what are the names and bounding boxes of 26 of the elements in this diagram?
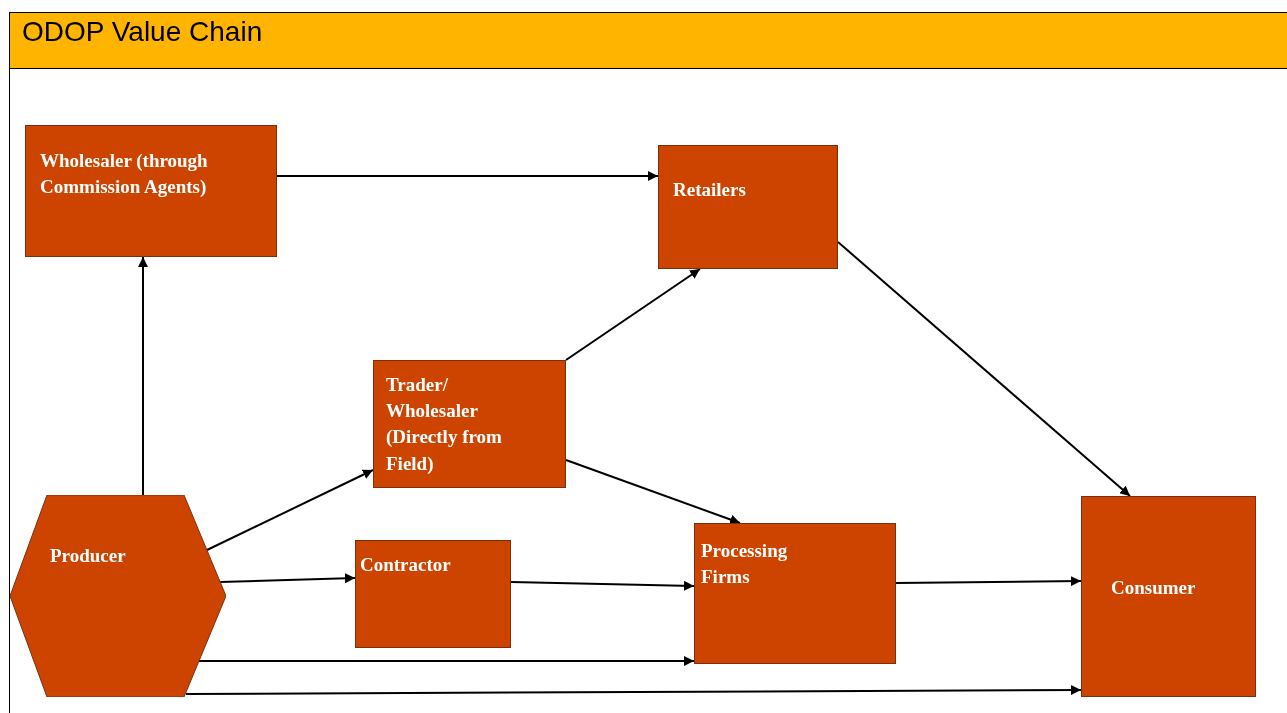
title: ODOP Value Chain — [22, 16, 263, 48]
process-box — [355, 540, 511, 648]
node-label: Producer — [50, 544, 127, 568]
node-label: Wholesaler (through Commission Agents) — [40, 149, 209, 200]
node-label: Contractor — [360, 553, 452, 577]
arrow — [219, 573, 356, 584]
arrow — [895, 576, 1082, 587]
process-box — [25, 125, 277, 257]
process-box — [658, 145, 838, 269]
arrow — [510, 580, 695, 591]
arrow — [837, 241, 1131, 497]
arrow — [565, 268, 701, 361]
arrow — [198, 656, 695, 666]
process-box — [694, 523, 896, 664]
arrow — [276, 171, 659, 181]
node-label: Trader/ Wholesaler (Directly from Field) — [386, 373, 503, 476]
node-label: Processing Firms — [701, 539, 789, 590]
arrow — [185, 685, 1082, 696]
node-label: Retailers — [673, 178, 747, 202]
node-label: Consumer — [1111, 576, 1197, 600]
arrow — [138, 256, 148, 496]
arrow — [565, 459, 741, 525]
hexagon-node — [10, 495, 226, 697]
process-box — [1081, 496, 1256, 697]
arrow — [206, 469, 374, 551]
process-box — [373, 360, 566, 488]
